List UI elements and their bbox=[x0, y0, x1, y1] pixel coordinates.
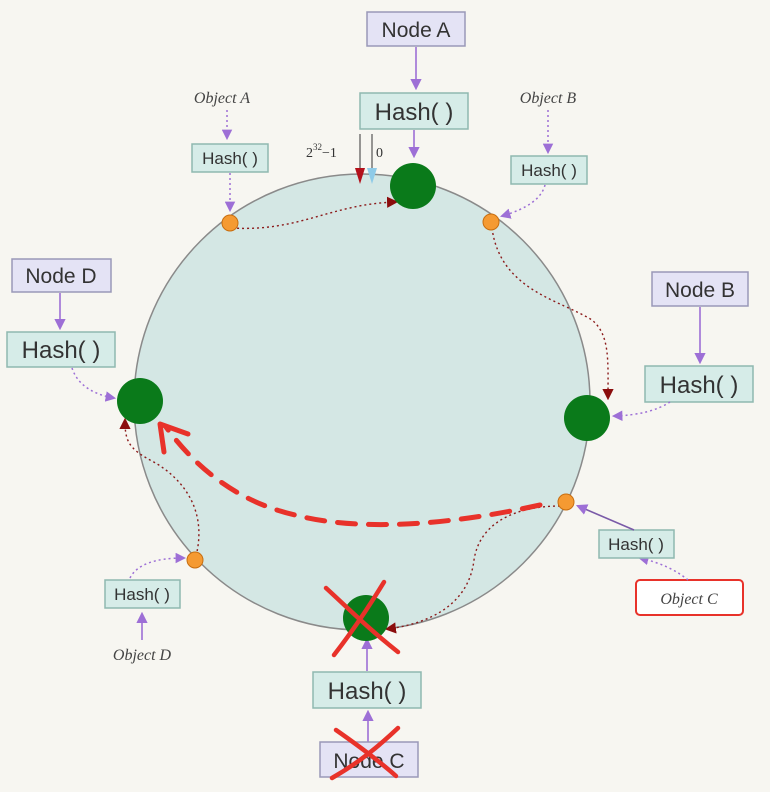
object-b-group: Object B Hash( ) bbox=[499, 90, 588, 219]
object-c-highlight-box bbox=[635, 579, 744, 616]
object-b-label: Object B bbox=[520, 90, 577, 107]
node-a-hash-label: Hash( ) bbox=[375, 99, 454, 126]
node-c-group: Hash( ) Node C bbox=[312, 637, 422, 778]
object-a-hash-label: Hash( ) bbox=[202, 149, 258, 168]
node-b-hash-label: Hash( ) bbox=[660, 372, 739, 399]
object-d-hash-box bbox=[104, 579, 181, 609]
object-d-hash-label: Hash( ) bbox=[114, 585, 170, 604]
object-a-label: Object A bbox=[194, 90, 250, 107]
node-c-box[interactable] bbox=[319, 741, 419, 778]
node-a-hash-box bbox=[359, 92, 469, 130]
object-b-ring-point[interactable] bbox=[482, 213, 500, 231]
node-c-box-failure-cross bbox=[329, 725, 401, 781]
node-d-hash-label: Hash( ) bbox=[22, 337, 101, 364]
object-c-remap-arrow bbox=[163, 424, 543, 528]
object-d-ring-point[interactable] bbox=[186, 551, 204, 569]
zero-marker-triangle bbox=[367, 168, 377, 184]
object-d-label: Object D bbox=[113, 647, 172, 664]
node-c-hash-box bbox=[312, 671, 422, 709]
node-d-ring-point[interactable] bbox=[117, 378, 163, 424]
node-c-hash-label: Hash( ) bbox=[328, 678, 407, 705]
object-c-ring-point[interactable] bbox=[557, 493, 575, 511]
object-b-hash-box bbox=[510, 155, 588, 185]
node-a-label: Node A bbox=[382, 19, 451, 42]
node-d-group: Node D Hash( ) bbox=[6, 258, 117, 402]
object-c-hash-label: Hash( ) bbox=[608, 535, 664, 554]
object-a-group: Object A Hash( ) bbox=[191, 90, 269, 213]
object-c-label: Object C bbox=[660, 591, 718, 608]
object-c-hash-box bbox=[598, 529, 675, 559]
object-a-hash-box bbox=[191, 143, 269, 173]
node-c-ring-failure-cross bbox=[323, 579, 401, 658]
node-b-box[interactable] bbox=[651, 271, 749, 307]
node-d-hash-box bbox=[6, 331, 116, 368]
zero-hash-label: 0 bbox=[376, 146, 383, 161]
object-a-ring-point[interactable] bbox=[221, 214, 239, 232]
node-a-group: Node A Hash( ) bbox=[359, 11, 469, 159]
node-a-box[interactable] bbox=[366, 11, 466, 47]
object-c-remap-arrowhead bbox=[157, 421, 191, 455]
node-b-group: Node B Hash( ) bbox=[611, 271, 754, 422]
node-b-ring-point[interactable] bbox=[564, 395, 610, 441]
object-c-group: Object C Hash( ) bbox=[575, 504, 744, 616]
object-d-group: Hash( ) Object D bbox=[104, 552, 187, 664]
node-b-hash-box bbox=[644, 365, 754, 403]
node-b-label: Node B bbox=[665, 279, 735, 302]
max-hash-label: 232−1 bbox=[306, 142, 337, 161]
node-d-box[interactable] bbox=[11, 258, 112, 293]
object-b-hash-label: Hash( ) bbox=[521, 161, 577, 180]
object-b-to-node-b-path bbox=[491, 227, 614, 401]
ring-origin-marker: 232−1 0 bbox=[306, 134, 383, 184]
node-d-label: Node D bbox=[25, 265, 96, 288]
max-marker-triangle bbox=[355, 168, 365, 184]
node-a-ring-point[interactable] bbox=[390, 163, 436, 209]
